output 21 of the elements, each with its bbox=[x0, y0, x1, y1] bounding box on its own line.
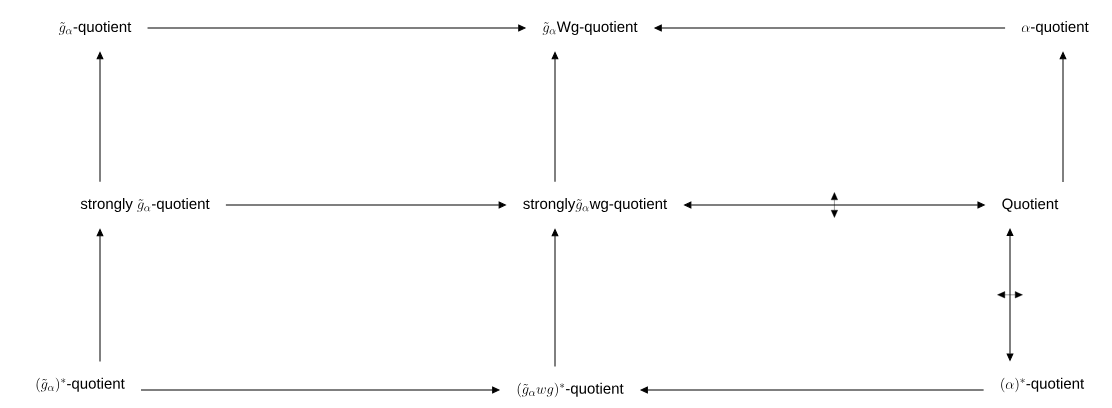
arrow bbox=[140, 386, 500, 394]
node-label: $(\tilde{g}_{\alpha}wg)^{*}\mbox{-quotient}$ bbox=[517, 382, 624, 398]
arrow bbox=[96, 228, 104, 363]
node-label: $(\alpha)^{*}\mbox{-quotient}$ bbox=[1001, 377, 1085, 393]
node-label: $(\tilde{g}_{\alpha})^{*}\mbox{-quotient}$ bbox=[36, 377, 125, 393]
arrow bbox=[997, 228, 1023, 361]
node-label: $\tilde{g}_{\alpha}\mbox{-quotient}$ bbox=[58, 21, 132, 35]
arrow bbox=[551, 51, 559, 183]
arrow bbox=[147, 24, 526, 32]
node-label: $\mbox{Quotient}$ bbox=[1002, 198, 1059, 212]
arrow bbox=[654, 24, 1006, 32]
node-label: $\mbox{strongly }\tilde{g}_{\alpha}\mbox{-quotient}$ bbox=[80, 198, 210, 212]
arrow bbox=[96, 51, 104, 183]
arrow bbox=[1059, 51, 1067, 183]
node-label: $\mbox{strongly}\tilde{g}_{\alpha}\mbox{wg-quotient}$ bbox=[523, 198, 668, 212]
arrow bbox=[640, 386, 985, 394]
node-label: $\alpha\mbox{-quotient}$ bbox=[1021, 21, 1089, 35]
arrow bbox=[225, 201, 506, 209]
node-label: $\tilde{g}_{\alpha}\mbox{Wg-quotient}$ bbox=[542, 21, 638, 35]
arrow bbox=[551, 228, 559, 368]
arrow bbox=[684, 192, 985, 218]
